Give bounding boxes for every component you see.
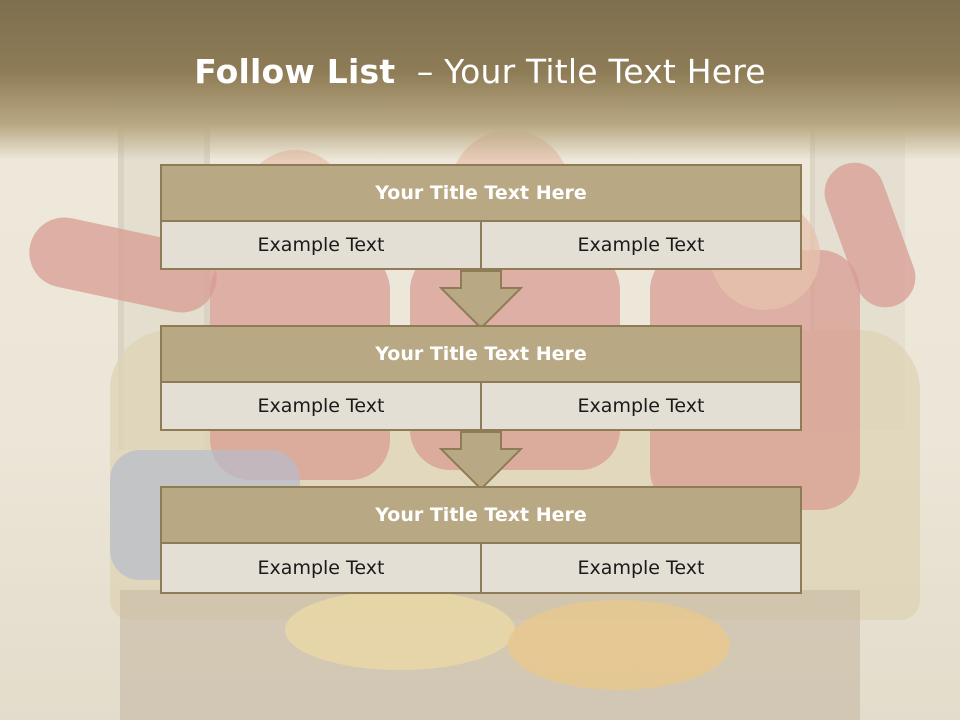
block-title: Your Title Text Here bbox=[160, 325, 802, 383]
block-cell-right: Example Text bbox=[482, 544, 802, 594]
block-cell-right: Example Text bbox=[482, 222, 802, 270]
block-row: Example Text Example Text bbox=[160, 544, 802, 594]
slide-title: Follow List – Your Title Text Here bbox=[0, 52, 960, 91]
title-banner bbox=[0, 0, 960, 160]
slide-title-bold: Follow List bbox=[194, 52, 396, 91]
list-block-2: Your Title Text Here Example Text Exampl… bbox=[160, 325, 802, 431]
block-cell-left: Example Text bbox=[160, 383, 482, 431]
block-row: Example Text Example Text bbox=[160, 383, 802, 431]
block-title: Your Title Text Here bbox=[160, 486, 802, 544]
block-cell-left: Example Text bbox=[160, 544, 482, 594]
list-block-3: Your Title Text Here Example Text Exampl… bbox=[160, 486, 802, 594]
block-cell-right: Example Text bbox=[482, 383, 802, 431]
block-title: Your Title Text Here bbox=[160, 164, 802, 222]
down-arrow-icon bbox=[439, 431, 523, 491]
block-row: Example Text Example Text bbox=[160, 222, 802, 270]
list-block-1: Your Title Text Here Example Text Exampl… bbox=[160, 164, 802, 270]
down-arrow-icon bbox=[439, 270, 523, 330]
block-cell-left: Example Text bbox=[160, 222, 482, 270]
slide-title-rest: – Your Title Text Here bbox=[416, 52, 766, 91]
